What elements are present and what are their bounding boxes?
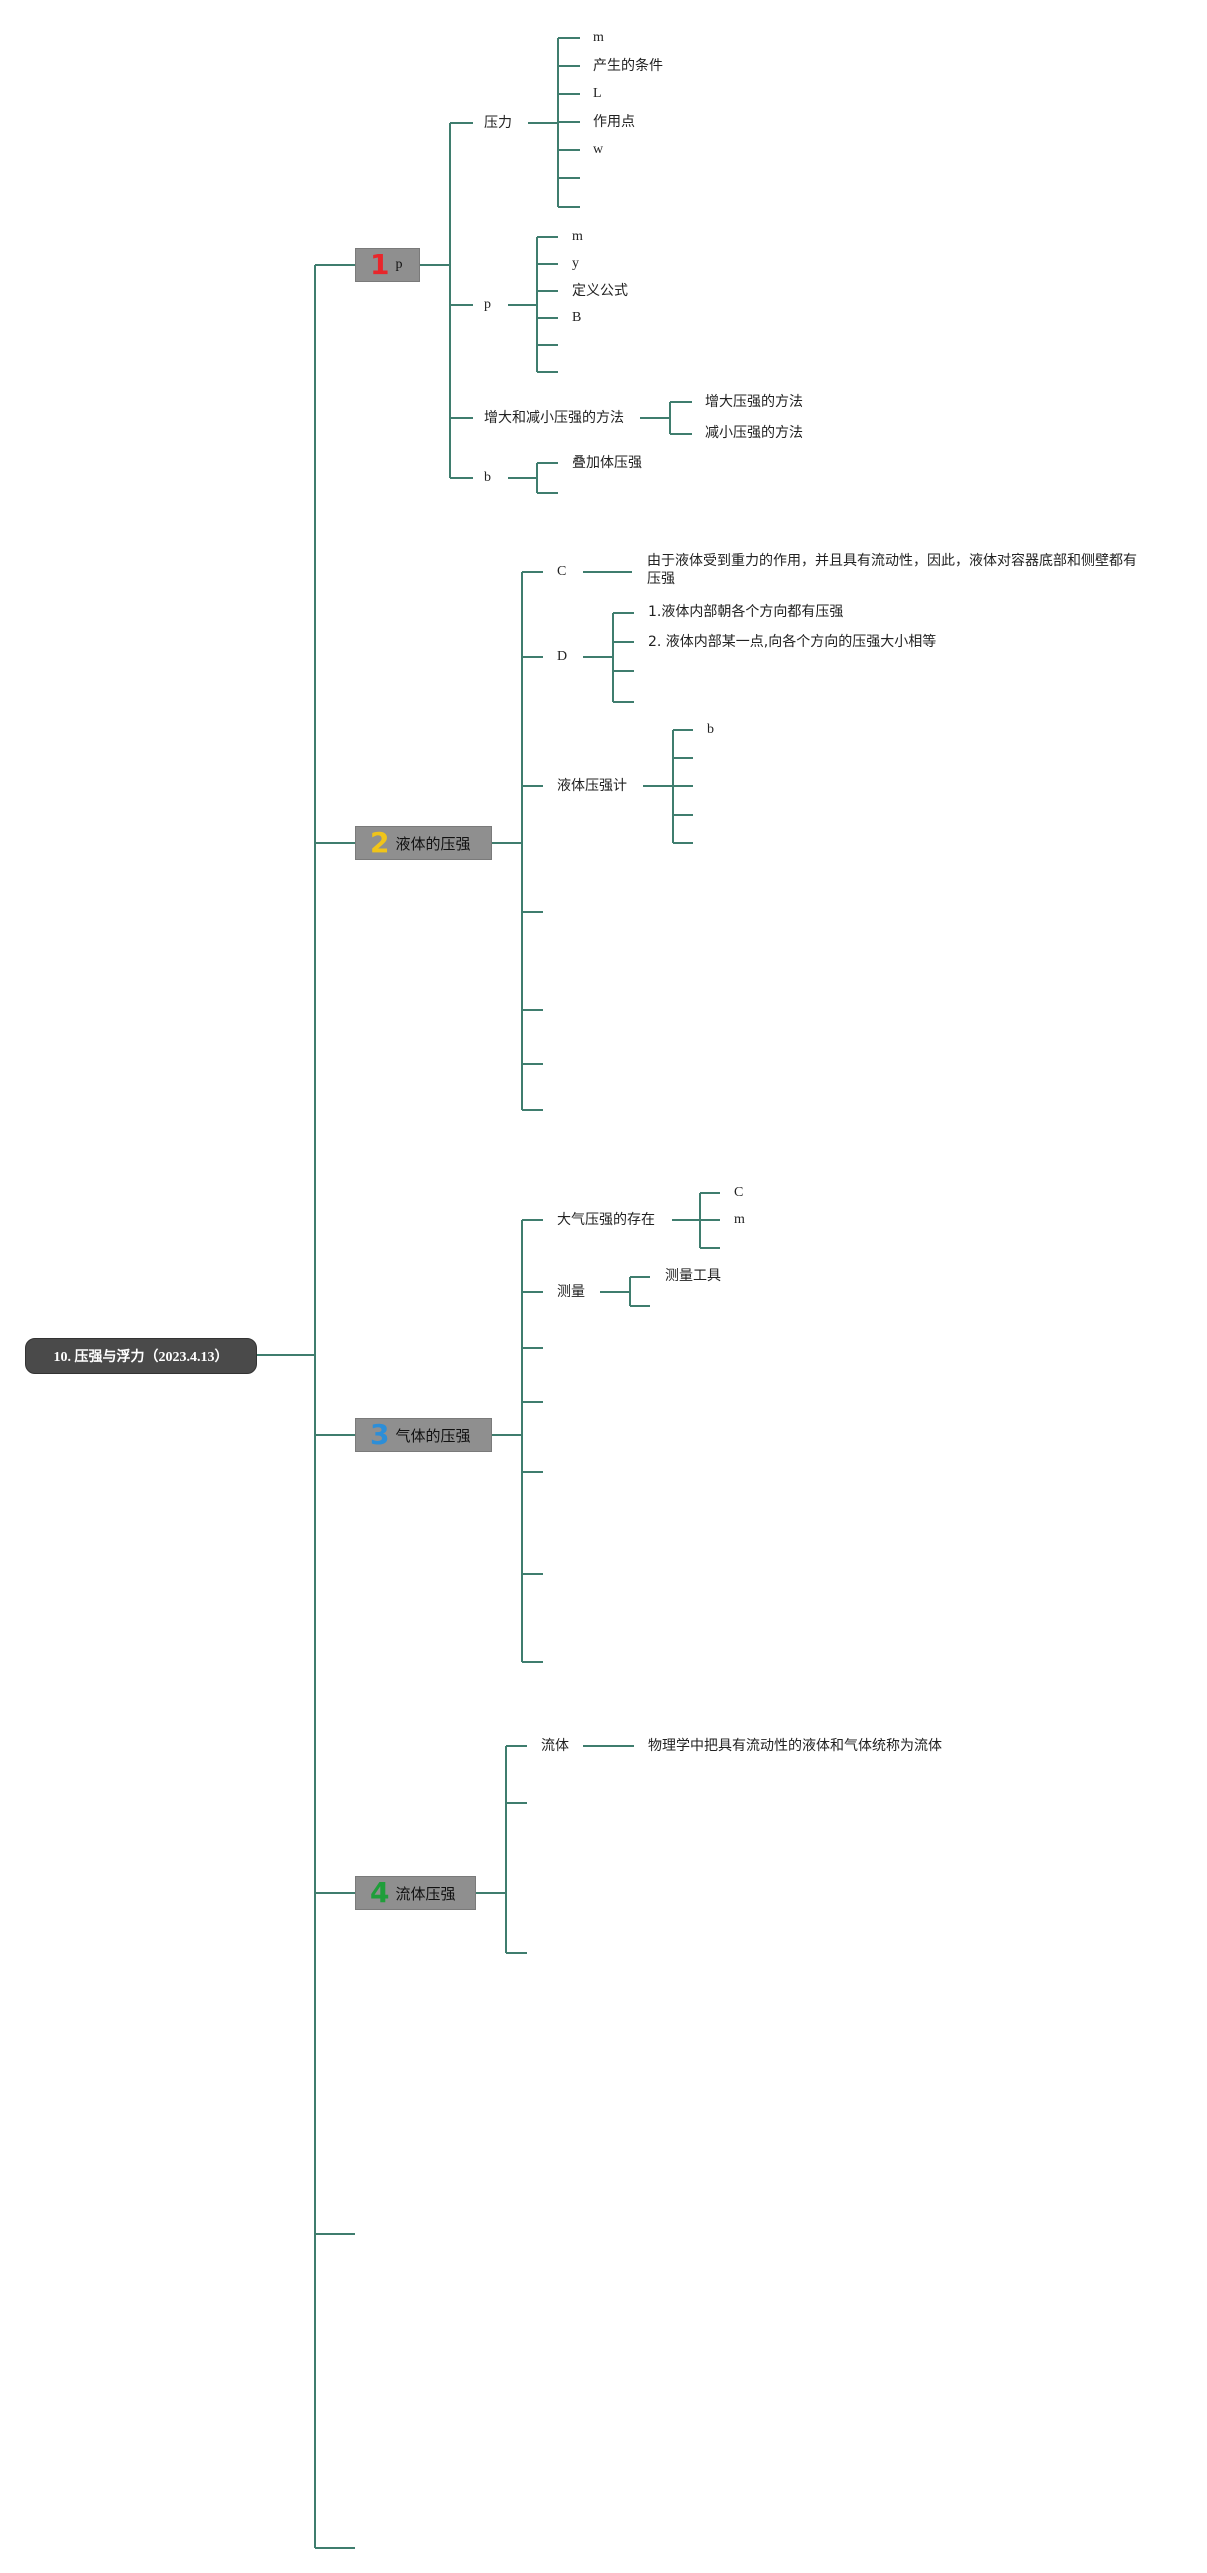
node-measure[interactable]: 测量 — [557, 1284, 585, 1300]
node-c-text[interactable]: 由于液体受到重力的作用，并且具有流动性，因此，液体对容器底部和侧壁都有压强 — [647, 553, 1137, 587]
section-number: 3 — [370, 1418, 390, 1451]
node-gauge-item[interactable]: b — [707, 722, 714, 737]
node-c[interactable]: C — [557, 564, 567, 579]
section-label: 气体的压强 — [395, 1426, 471, 1445]
node-yali-item[interactable]: m — [593, 30, 604, 45]
node-yali-item[interactable]: 产生的条件 — [593, 58, 663, 74]
node-p-item[interactable]: y — [572, 256, 579, 271]
node-p[interactable]: p — [484, 297, 491, 312]
node-p-item[interactable]: B — [572, 310, 582, 325]
node-yali[interactable]: 压力 — [484, 115, 512, 131]
section-number: 1 — [370, 248, 390, 281]
node-measure-item[interactable]: 测量工具 — [665, 1268, 721, 1284]
section-1-box[interactable]: 1 p — [355, 248, 420, 282]
section-number: 4 — [370, 1876, 390, 1909]
node-p-item[interactable]: m — [572, 229, 583, 244]
section-4-box[interactable]: 4 流体压强 — [355, 1876, 476, 1910]
section-3-box[interactable]: 3 气体的压强 — [355, 1418, 492, 1452]
node-p-item[interactable]: 定义公式 — [572, 283, 628, 299]
node-exist[interactable]: 大气压强的存在 — [557, 1212, 655, 1228]
node-method[interactable]: 增大和减小压强的方法 — [484, 410, 624, 426]
section-2-box[interactable]: 2 液体的压强 — [355, 826, 492, 860]
section-number: 2 — [370, 826, 390, 859]
node-yali-item[interactable]: w — [593, 142, 604, 157]
node-b-item[interactable]: 叠加体压强 — [572, 455, 642, 471]
section-label: 液体的压强 — [395, 834, 471, 853]
root-topic[interactable]: 10. 压强与浮力（2023.4.13） — [25, 1338, 257, 1374]
node-yali-item[interactable]: L — [593, 86, 602, 101]
node-fluid-text[interactable]: 物理学中把具有流动性的液体和气体统称为流体 — [648, 1738, 942, 1754]
node-method-item[interactable]: 增大压强的方法 — [705, 394, 803, 410]
node-d-item[interactable]: 1.液体内部朝各个方向都有压强 — [648, 604, 844, 620]
section-label: 流体压强 — [395, 1884, 456, 1903]
node-b[interactable]: b — [484, 470, 491, 485]
node-fluid[interactable]: 流体 — [541, 1738, 569, 1754]
node-yali-item[interactable]: 作用点 — [593, 114, 635, 130]
node-exist-item[interactable]: C — [734, 1185, 744, 1200]
node-d[interactable]: D — [557, 649, 568, 664]
node-gauge[interactable]: 液体压强计 — [557, 778, 627, 794]
node-method-item[interactable]: 减小压强的方法 — [705, 425, 803, 441]
node-d-item[interactable]: 2. 液体内部某一点,向各个方向的压强大小相等 — [648, 634, 937, 650]
section-label: p — [395, 257, 403, 272]
node-exist-item[interactable]: m — [734, 1212, 745, 1227]
